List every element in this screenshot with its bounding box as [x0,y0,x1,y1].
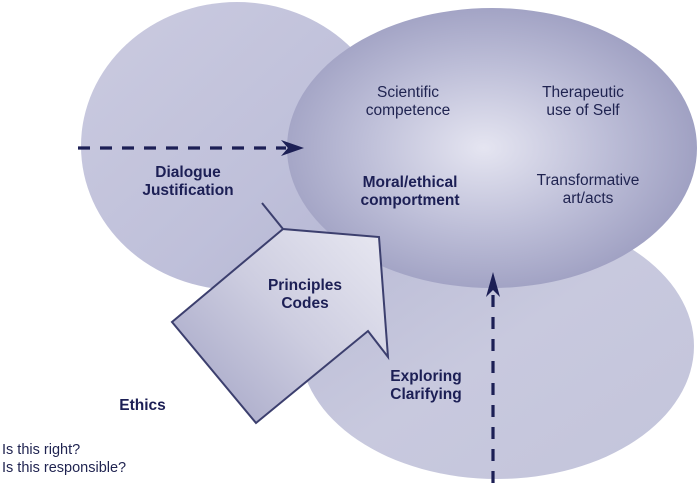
label-line: Principles [267,277,343,294]
center-ellipse-practice [287,8,697,288]
exploring-clarifying-label: Exploring Clarifying [376,368,476,404]
therapeutic-use-label: Therapeutic use of Self [518,84,648,120]
label-line: Exploring [390,368,462,385]
label-line: Justification [142,182,234,199]
bottom-ellipse-exploring [300,213,694,479]
arrowhead-right-icon [281,140,304,156]
question-right: Is this right? [2,442,81,458]
horizontal-dashed-arrow [78,140,304,156]
ethics-questions: Is this right? Is this responsible? [2,441,126,477]
scientific-competence-label: Scientific competence [348,84,468,120]
dialogue-justification-label: Dialogue Justification [118,164,258,200]
label-line: comportment [360,192,460,209]
label-line: Clarifying [390,386,462,403]
label-line: competence [365,102,451,119]
principles-codes-label: Principles Codes [250,277,360,313]
question-responsible: Is this responsible? [2,460,127,476]
moral-ethical-comportment-label: Moral/ethical comportment [340,174,480,210]
label-line: Dialogue [155,164,221,181]
arrowhead-up-icon [486,272,500,297]
label-line: art/acts [562,190,614,207]
label-line: use of Self [546,102,620,119]
label-line: Therapeutic [542,84,624,101]
vertical-dashed-arrow [486,272,500,483]
transformative-art-label: Transformative art/acts [518,172,658,208]
label-line: Scientific [376,84,440,101]
label-line: Codes [281,295,329,312]
label-line: Transformative [536,172,640,189]
label-line: Moral/ethical [362,174,458,191]
ethics-label: Ethics [119,397,166,414]
principles-big-arrow [170,202,390,425]
